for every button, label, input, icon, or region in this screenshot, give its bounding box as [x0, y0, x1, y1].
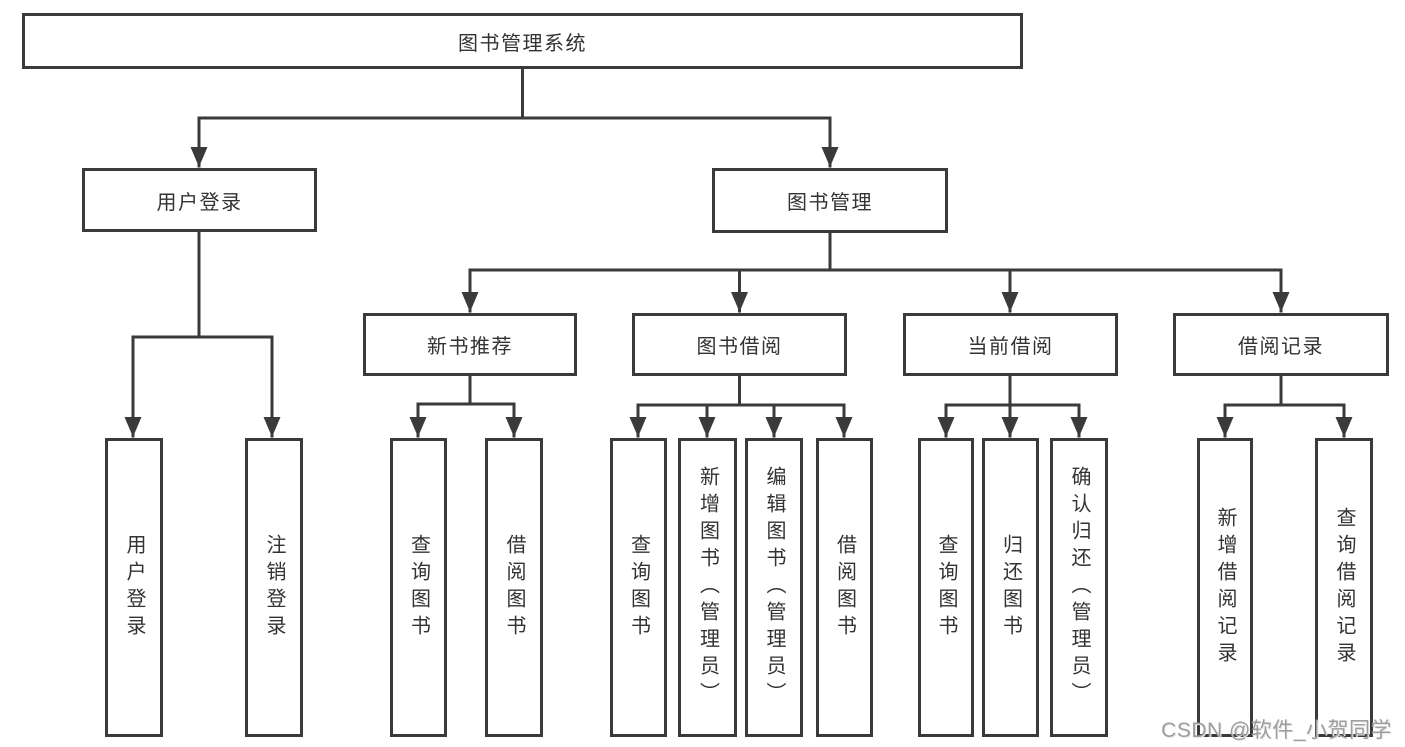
leaf-borrow-edit-books-admin: 编辑图书（管理员）: [745, 438, 803, 737]
leaf-borrow-add-books-admin-label: 新增图书（管理员）: [696, 466, 719, 709]
leaf-borrow-borrow-books: 借阅图书: [816, 438, 873, 737]
node-library-system-label: 图书管理系统: [458, 32, 587, 55]
leaf-borrow-query-books-label: 查询图书: [627, 533, 650, 642]
leaf-borrow-borrow-books-label: 借阅图书: [833, 533, 856, 642]
node-book-management: 图书管理: [712, 168, 948, 233]
connector-user-login-trunk: [131, 230, 274, 339]
watermark: CSDN @软件_小贺同学: [1161, 719, 1392, 742]
leaf-newbook-borrow-books: 借阅图书: [485, 438, 543, 737]
leaf-records-query-record: 查询借阅记录: [1315, 438, 1373, 737]
node-new-book-recommend: 新书推荐: [363, 313, 577, 376]
connector-book-borrow-trunk: [636, 374, 846, 407]
leaf-current-query-books-label: 查询图书: [935, 533, 957, 642]
leaf-logout: 注销登录: [245, 438, 303, 737]
leaf-records-add-record-label: 新增借阅记录: [1214, 506, 1236, 669]
leaf-borrow-add-books-admin: 新增图书（管理员）: [678, 438, 737, 737]
leaf-current-confirm-return-admin: 确认归还（管理员）: [1050, 438, 1108, 737]
leaf-records-add-record: 新增借阅记录: [1197, 438, 1253, 737]
leaf-current-confirm-return-admin-label: 确认归还（管理员）: [1068, 466, 1090, 709]
connector-root-trunk: [197, 67, 832, 120]
node-new-book-recommend-label: 新书推荐: [427, 336, 513, 358]
leaf-borrow-query-books: 查询图书: [610, 438, 667, 737]
node-book-management-label: 图书管理: [787, 192, 873, 214]
node-borrow-records: 借阅记录: [1173, 313, 1389, 376]
leaf-newbook-borrow-books-label: 借阅图书: [503, 533, 525, 642]
node-current-borrow-label: 当前借阅: [967, 336, 1054, 358]
node-library-system: 图书管理系统: [22, 13, 1023, 69]
leaf-borrow-edit-books-admin-label: 编辑图书（管理员）: [763, 466, 785, 709]
node-user-login: 用户登录: [82, 168, 317, 232]
node-user-login-label: 用户登录: [156, 191, 243, 214]
connector-borrow-records-trunk: [1223, 374, 1346, 407]
leaf-user-login: 用户登录: [105, 438, 163, 737]
node-borrow-records-label: 借阅记录: [1238, 336, 1324, 358]
node-current-borrow: 当前借阅: [903, 313, 1118, 376]
connector-current-borrow-trunk: [944, 374, 1081, 407]
connector-new-book-trunk: [416, 374, 516, 406]
node-book-borrow: 图书借阅: [632, 313, 847, 376]
connector-book-management-trunk: [468, 231, 1283, 272]
leaf-current-return-books-label: 归还图书: [999, 533, 1022, 642]
leaf-newbook-query-books-label: 查询图书: [407, 533, 430, 642]
leaf-records-query-record-label: 查询借阅记录: [1333, 506, 1355, 669]
leaf-current-return-books: 归还图书: [982, 438, 1039, 737]
leaf-current-query-books: 查询图书: [918, 438, 974, 737]
node-book-borrow-label: 图书借阅: [696, 336, 783, 358]
leaf-user-login-label: 用户登录: [123, 533, 145, 642]
leaf-logout-label: 注销登录: [263, 533, 285, 642]
leaf-newbook-query-books: 查询图书: [390, 438, 447, 737]
